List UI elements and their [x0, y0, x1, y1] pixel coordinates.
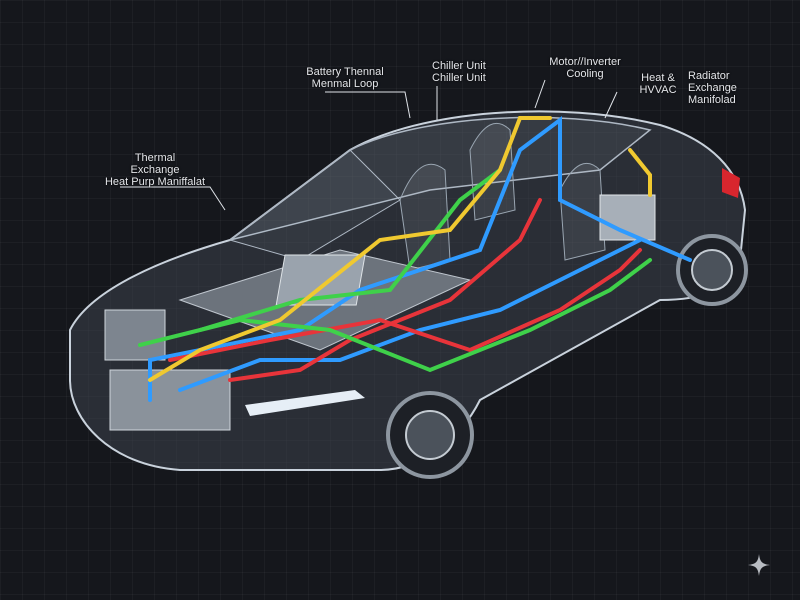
- label-line: Radiator: [688, 70, 730, 82]
- label-line: Exchange: [130, 164, 180, 176]
- front-wheel: [386, 391, 474, 479]
- label-line: Exchange: [688, 82, 737, 94]
- label-chiller-unit: Chiller Unit Chiller Unit: [432, 60, 486, 84]
- label-line: Heat Purp Maniffalat: [104, 176, 206, 188]
- yellow-line: [148, 116, 552, 382]
- blue-line: [178, 238, 642, 392]
- front-module: [104, 309, 166, 361]
- label-battery-thermal-loop: Battery Thennal Menmal Loop: [295, 66, 395, 90]
- red-line: [168, 248, 642, 362]
- label-line: HVVAC: [639, 84, 677, 96]
- coolant-lines: [138, 116, 692, 402]
- label-line: Chiller Unit: [432, 60, 486, 72]
- headlight: [245, 390, 365, 416]
- label-line: Battery Thennal: [306, 66, 384, 78]
- label-radiator-exchange-manifold: Radiator Exchange Manifolad: [688, 70, 737, 106]
- yellow-line: [628, 148, 652, 197]
- sparkle-icon: [748, 554, 770, 576]
- rear-wheel: [676, 234, 748, 306]
- car-roof: [229, 116, 652, 241]
- label-line: Manifolad: [688, 94, 736, 106]
- label-line: Menmal Loop: [311, 78, 379, 90]
- green-line: [198, 168, 502, 332]
- label-line: Motor//Inverter: [549, 56, 621, 68]
- label-line: Cooling: [566, 68, 604, 80]
- label-heat-pump-manifold: Thermal Exchange Heat Purp Maniffalat: [90, 152, 220, 188]
- blue-line: [148, 116, 692, 402]
- red-line: [228, 198, 542, 382]
- label-motor-inverter-cooling: Motor//Inverter Cooling: [535, 56, 635, 80]
- leader-lines: [120, 79, 618, 211]
- taillight: [722, 168, 740, 198]
- label-line: Heat &: [641, 72, 675, 84]
- seat: [469, 122, 516, 221]
- label-line: Thermal: [134, 152, 176, 164]
- label-heat-hvac: Heat & HVVAC: [635, 72, 681, 96]
- label-line: Chiller Unit: [432, 72, 486, 84]
